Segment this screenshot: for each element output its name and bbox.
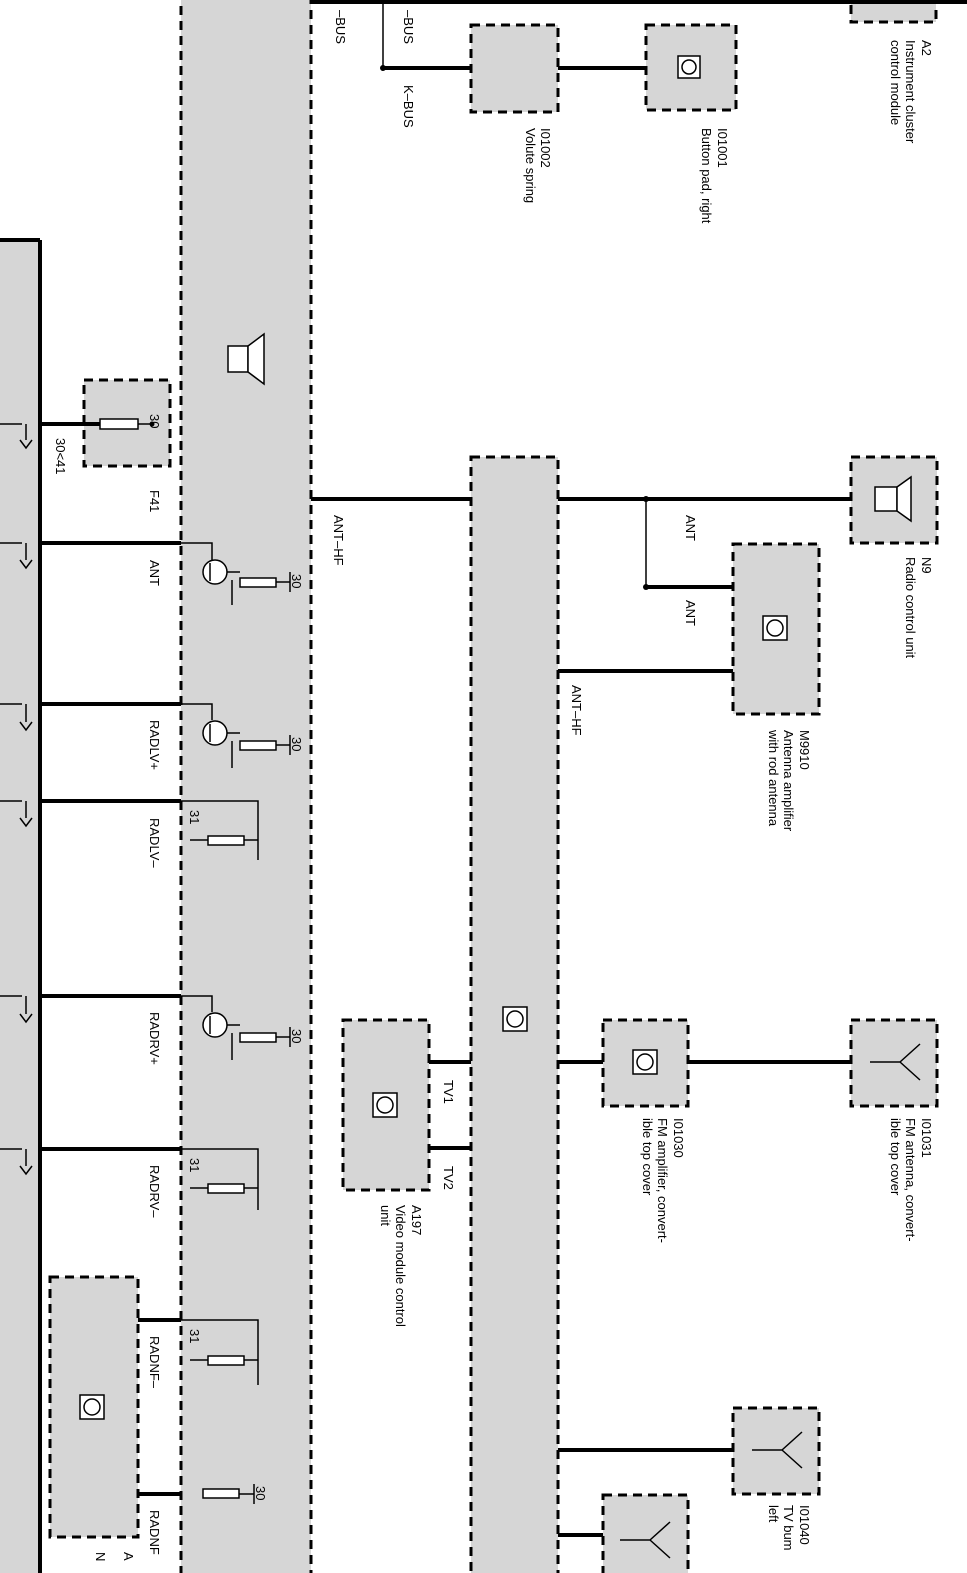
- ant-label-lower: ANT: [683, 600, 698, 626]
- control-unit-icon: [79, 1394, 105, 1420]
- radnf-label: RADNF: [147, 1510, 162, 1555]
- bus-label-mid: –BUS: [401, 10, 416, 44]
- radrv-minus-stub: [181, 1148, 259, 1210]
- ant-label-upper: ANT: [683, 515, 698, 541]
- a2-name-line2: control module: [888, 40, 903, 125]
- control-unit-icon: [502, 1006, 528, 1032]
- a2-name-line1: Instrument cluster: [903, 40, 918, 144]
- bus-label-left: –BUS: [333, 10, 348, 44]
- radlv-plus-label: RADLV+: [147, 720, 162, 770]
- transistor-icon: [202, 1012, 240, 1060]
- m9910-name-line2: with rod antenna: [766, 729, 781, 827]
- terminal-31-label: 31: [187, 1329, 202, 1343]
- n9-box: [849, 455, 939, 545]
- i01001-name: Button pad, right: [699, 128, 714, 224]
- terminal-30-label: 30: [289, 574, 304, 588]
- a197-name-line1: Video module control: [393, 1205, 408, 1327]
- resistor-icon: [239, 577, 277, 588]
- kbus-label: K–BUS: [401, 85, 416, 128]
- m9910-code: M9910: [797, 730, 812, 770]
- i01030-code: I01030: [671, 1118, 686, 1158]
- i01030-name-line2: ible top cover: [640, 1118, 655, 1196]
- a2-code: A2: [919, 40, 934, 56]
- left-bus-bar: [0, 240, 40, 1573]
- ant-label-left: ANT: [147, 560, 162, 586]
- tv-antenna-box: [731, 1406, 821, 1496]
- radrv-plus-stub: [181, 995, 213, 1012]
- i01001-code: I01001: [715, 128, 730, 168]
- terminal-30-label: 30: [253, 1486, 268, 1500]
- resistor-icon: [202, 1488, 240, 1499]
- resistor-icon: [239, 1032, 277, 1043]
- i01031-box: [849, 1018, 939, 1108]
- radrv-plus-label: RADRV+: [147, 1012, 162, 1065]
- i01002-name: Volute spring: [523, 128, 538, 203]
- ground-icon: [0, 423, 33, 1176]
- fuse-circuit-label: 30<41: [53, 438, 68, 475]
- antenna-icon: [620, 1521, 671, 1559]
- i01040-name-line1: TV bum: [781, 1505, 796, 1551]
- tv2-label: TV2: [441, 1166, 456, 1190]
- a197-code: A197: [409, 1205, 424, 1235]
- speaker-icon: [227, 332, 265, 386]
- radlv-minus-label: RADLV–: [147, 818, 162, 868]
- ant-row-stub: [181, 542, 213, 560]
- resistor-icon: [239, 740, 277, 751]
- i01031-code: I01031: [919, 1118, 934, 1158]
- control-unit-icon: [632, 1049, 658, 1075]
- terminal-31-label: 31: [187, 1158, 202, 1172]
- ant-hf-label-right: ANT–HF: [569, 685, 584, 736]
- i01002-code: I01002: [538, 128, 553, 168]
- i01040-code: I01040: [797, 1505, 812, 1545]
- i01040-box: [601, 1493, 690, 1573]
- radnf-minus-label: RADNF–: [147, 1336, 162, 1389]
- resistor-icon: [207, 1183, 245, 1194]
- bottom-right-line2: N: [93, 1552, 108, 1561]
- i01002-box: [469, 23, 560, 114]
- radio-module-column: [179, 0, 313, 1573]
- terminal-30-label: 30: [289, 1029, 304, 1043]
- tv1-label: TV1: [441, 1080, 456, 1104]
- i01040-name-line2: left: [766, 1505, 781, 1523]
- transistor-icon: [202, 720, 240, 768]
- i01031-name-line2: ible top cover: [888, 1118, 903, 1196]
- speaker-icon: [874, 475, 912, 523]
- antenna-icon: [752, 1431, 803, 1469]
- i01030-name-line1: FM amplifier, convert-: [655, 1118, 670, 1243]
- control-unit-icon: [677, 55, 701, 79]
- f41-code: F41: [147, 490, 162, 512]
- radnf-minus-stub: [181, 1319, 259, 1385]
- a2-box: [849, 0, 938, 24]
- ant-hf-label-left: ANT–HF: [331, 515, 346, 566]
- radrv-minus-label: RADRV–: [147, 1165, 162, 1218]
- f41-terminal-30: 30: [147, 414, 162, 428]
- control-unit-icon: [762, 615, 788, 641]
- transistor-icon: [202, 559, 240, 605]
- n9-name: Radio control unit: [903, 557, 918, 659]
- radlv-plus-stub: [181, 703, 213, 720]
- a197-name-line2: unit: [378, 1205, 393, 1226]
- antenna-icon: [870, 1043, 921, 1081]
- bottom-right-line1: A: [121, 1552, 136, 1561]
- control-unit-icon: [372, 1092, 398, 1118]
- n9-code: N9: [919, 557, 934, 574]
- resistor-icon: [207, 835, 245, 846]
- resistor-icon: [207, 1355, 245, 1366]
- terminal-30-label: 30: [289, 737, 304, 751]
- m9910-name-line1: Antenna amplifier: [781, 730, 796, 832]
- terminal-31-label: 31: [187, 810, 202, 824]
- i01031-name-line1: FM antenna, convert-: [903, 1118, 918, 1242]
